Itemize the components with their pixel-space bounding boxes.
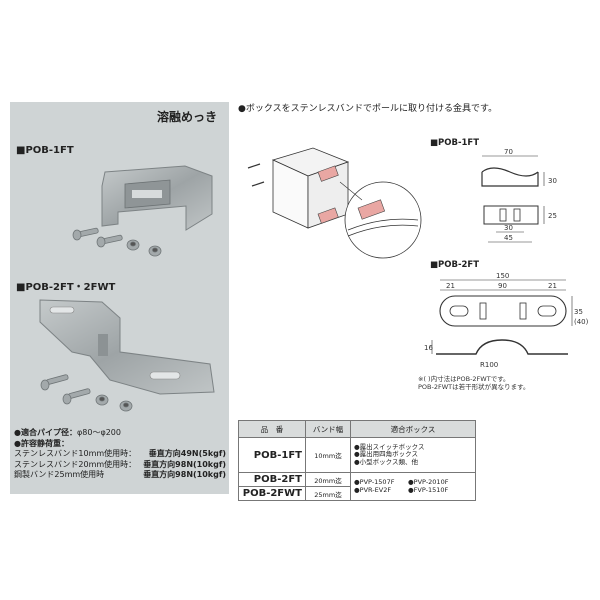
intro-text: ●ボックスをステンレスバンドでポールに取り付ける金具です。 <box>238 104 498 114</box>
finish-label: 溶融めっき <box>156 110 217 124</box>
dim-25: 25 <box>548 212 557 220</box>
row-band: 20mm迄 <box>305 472 351 487</box>
table-row: POB-1FT 10mm迄 ●露出スイッチボックス ●露出用四角ボックス ●小型… <box>238 437 476 473</box>
box-item: ●小型ボックス類、他 <box>354 457 418 466</box>
load-label: ●許容静荷重： <box>14 438 69 448</box>
dim-r100: R100 <box>480 361 498 369</box>
pipe-spec: ●適合パイプ径：φ80～φ200 <box>14 428 226 439</box>
box-item: ●PVP-1507F <box>354 478 395 486</box>
dim-150: 150 <box>496 272 509 280</box>
dim-21a: 21 <box>446 282 455 290</box>
header-band: バンド幅 <box>305 420 351 438</box>
spec-block: ●適合パイプ径：φ80～φ200 ●許容静荷重： ステンレスバンド10mm使用時… <box>14 428 226 481</box>
product-photo-panel: 溶融めっき ■POB-1FT ■POB-2FT・2FWT <box>10 102 229 494</box>
row-model: POB-2FWT <box>238 486 306 501</box>
load-row: ステンレスバンド10mm使用時： 垂直方向49N(5kgf) <box>14 449 226 460</box>
row-band: 10mm迄 <box>305 437 351 473</box>
dim-90: 90 <box>498 282 507 290</box>
header-model: 品 番 <box>238 420 306 438</box>
dim-40: (40) <box>574 318 589 326</box>
pob-1ft-diagram-title: ■POB-1FT <box>430 138 480 148</box>
table-row: POB-2FWT 25mm迄 <box>238 486 476 501</box>
dim-30-inner: 30 <box>504 224 513 232</box>
row-boxes: ●露出スイッチボックス ●露出用四角ボックス ●小型ボックス類、他 <box>350 437 476 473</box>
note-line: POB-2FWTは若干形状が異なります。 <box>418 383 530 391</box>
box-item: ●PVP-2010F <box>408 478 449 486</box>
pob-1ft-dimension-drawing: 70 30 25 30 45 <box>481 148 557 243</box>
dim-70: 70 <box>504 148 513 156</box>
row-model: POB-1FT <box>238 437 306 473</box>
load-value: 垂直方向98N(10kgf) <box>143 459 226 469</box>
load-key: 鋼製バンド25mm使用時 <box>14 470 105 479</box>
pob-2ft-label: ■POB-2FT・2FWT <box>16 282 116 293</box>
dim-45: 45 <box>504 234 513 242</box>
pob-2ft-dimension-drawing: 150 21 90 21 35 (40) 16 R100 <box>424 272 589 369</box>
table-header-row: 品 番 バンド幅 適合ボックス <box>238 420 476 438</box>
load-key: ステンレスバンド10mm使用時： <box>14 449 137 458</box>
load-row: 鋼製バンド25mm使用時 垂直方向98N(10kgf) <box>14 470 226 481</box>
dim-21b: 21 <box>548 282 557 290</box>
header-boxes: 適合ボックス <box>350 420 476 438</box>
row-band: 25mm迄 <box>305 486 351 501</box>
load-row: ステンレスバンド20mm使用時： 垂直方向98N(10kgf) <box>14 460 226 471</box>
row-boxes: ●PVP-1507F ●PVP-2010F ●PVR-EV2F ●FVP-151… <box>350 472 476 501</box>
pipe-value: φ80～φ200 <box>76 428 121 437</box>
load-spec: ●許容静荷重： <box>14 439 226 450</box>
note-line: ※( )内寸法はPOB-2FWTです。 <box>418 375 510 383</box>
load-value: 垂直方向98N(10kgf) <box>143 470 226 479</box>
pob-1ft-bracket-image <box>72 165 213 257</box>
box-item: ●PVR-EV2F <box>354 485 392 494</box>
row-model: POB-2FT <box>238 472 306 487</box>
box-item: ●FVP-1510F <box>408 485 449 494</box>
load-value: 垂直方向49N(5kgf) <box>148 449 226 458</box>
dim-16: 16 <box>424 344 433 352</box>
load-key: ステンレスバンド20mm使用時： <box>14 459 137 469</box>
dim-35: 35 <box>574 308 583 316</box>
pob-2ft-diagram-title: ■POB-2FT <box>430 260 480 270</box>
box-item: ●露出スイッチボックス <box>354 442 425 451</box>
dim-30-height: 30 <box>548 177 557 185</box>
diagram-note: ※( )内寸法はPOB-2FWTです。 POB-2FWTは若干形状が異なります。 <box>418 375 529 391</box>
pipe-label: ●適合パイプ径： <box>14 428 77 437</box>
pob-2ft-bracket-image <box>39 299 215 412</box>
box-item: ●露出用四角ボックス <box>354 450 418 459</box>
compatibility-table: 品 番 バンド幅 適合ボックス POB-1FT 10mm迄 ●露出スイッチボック… <box>238 420 476 501</box>
installation-illustration <box>247 147 422 259</box>
pob-1ft-label: ■POB-1FT <box>16 145 74 156</box>
table-row: POB-2FT 20mm迄 ●PVP-1507F ●PVP-2010F ●PVR… <box>238 472 476 501</box>
